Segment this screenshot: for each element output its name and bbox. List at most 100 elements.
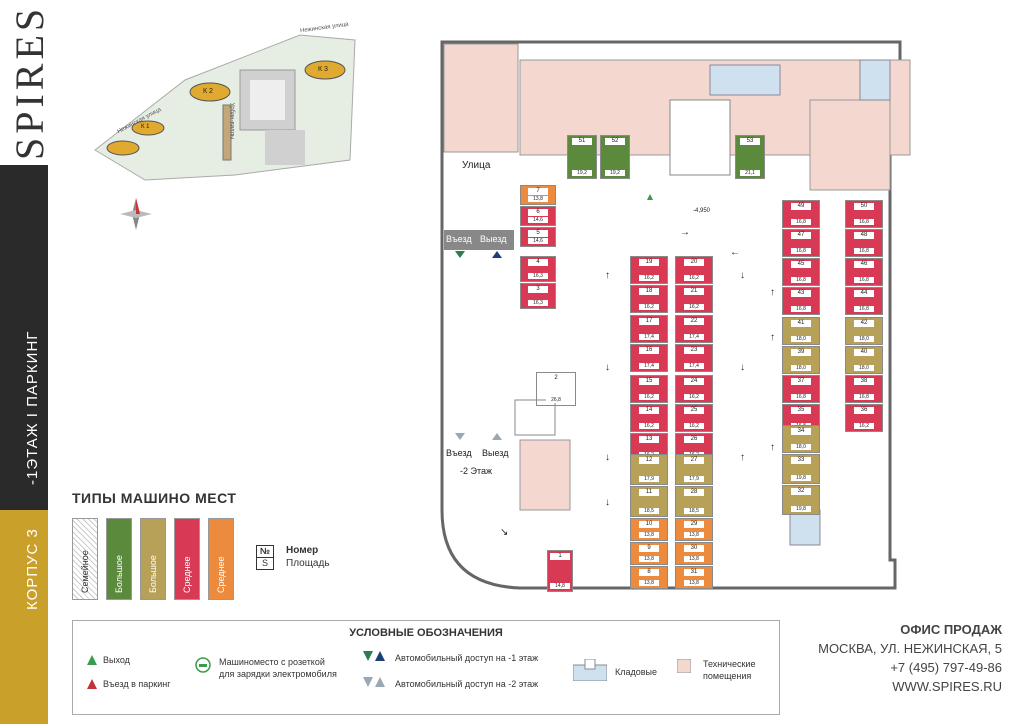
parking-slot-49[interactable]: 49 16,8: [782, 200, 820, 228]
slot-area: 17,4: [684, 334, 704, 340]
office-site[interactable]: WWW.SPIRES.RU: [892, 679, 1002, 694]
legend-entry: Въезд в паркинг: [103, 679, 171, 689]
building-k3: К 3: [318, 66, 328, 73]
slot-number: 53: [740, 138, 760, 145]
slot-number: 22: [684, 318, 704, 325]
types-title: ТИПЫ МАШИНО МЕСТ: [72, 490, 237, 506]
compass-icon: [120, 198, 152, 230]
building-band: КОРПУС 3: [0, 510, 48, 724]
parking-slot-39[interactable]: 39 18,0: [782, 346, 820, 374]
slot-number: 21: [684, 288, 704, 295]
slot-number: 43: [791, 290, 811, 297]
parking-slot-28[interactable]: 28 18,5: [675, 486, 713, 517]
type-medium-red: Среднее: [174, 518, 200, 600]
parking-slot-22[interactable]: 22 17,4: [675, 315, 713, 343]
slot-number: 11: [639, 489, 659, 496]
slot-number: 14: [639, 407, 659, 414]
number-area-key: № S Номер Площадь: [256, 545, 330, 570]
slot-area: 16,3: [528, 273, 548, 279]
svg-text:↓: ↓: [605, 362, 610, 373]
parking-slot-42[interactable]: 42 18,0: [845, 317, 883, 345]
parking-slot-43[interactable]: 43 16,8: [782, 287, 820, 315]
slot-area: 18,0: [854, 365, 874, 371]
slot-area: 16,2: [684, 423, 704, 429]
svg-text:←: ←: [730, 247, 740, 258]
slot-number: 28: [684, 489, 704, 496]
slot-number: 49: [791, 203, 811, 210]
slot-number: 42: [854, 320, 874, 327]
slot-area: 17,4: [639, 363, 659, 369]
parking-slot-25[interactable]: 25 16,2: [675, 404, 713, 432]
slot-number: 10: [639, 521, 659, 528]
slot-number: 19: [639, 259, 659, 266]
slot-number: 1: [550, 553, 570, 560]
slot-number: 30: [684, 545, 704, 552]
slot-number: 39: [791, 349, 811, 356]
slot-area: 16,8: [791, 306, 811, 312]
slot-area: 16,2: [684, 304, 704, 310]
slot-area: 16,8: [791, 219, 811, 225]
parking-slot-21[interactable]: 21 16,2: [675, 285, 713, 313]
slot-area: 18,0: [854, 336, 874, 342]
slot-number: 8: [639, 569, 659, 576]
type-large-green: Большое: [106, 518, 132, 600]
exit2-label: Выезд: [482, 448, 509, 458]
slot-area: 18,5: [684, 508, 704, 514]
slot-number: 52: [605, 138, 625, 145]
slot-area: 16,8: [854, 277, 874, 283]
slot-number: 13: [639, 436, 659, 443]
slot-area: 18,0: [791, 336, 811, 342]
slot-area: 18,0: [791, 365, 811, 371]
slot-number: 44: [854, 290, 874, 297]
slot-number: 15: [639, 378, 659, 385]
slot-number: 25: [684, 407, 704, 414]
slot-area: 19,8: [791, 475, 811, 481]
office-phone[interactable]: +7 (495) 797-49-86: [890, 660, 1002, 675]
svg-text:↑: ↑: [605, 270, 610, 281]
slot-number: 23: [684, 347, 704, 354]
slot-area: 13,8: [639, 556, 659, 562]
